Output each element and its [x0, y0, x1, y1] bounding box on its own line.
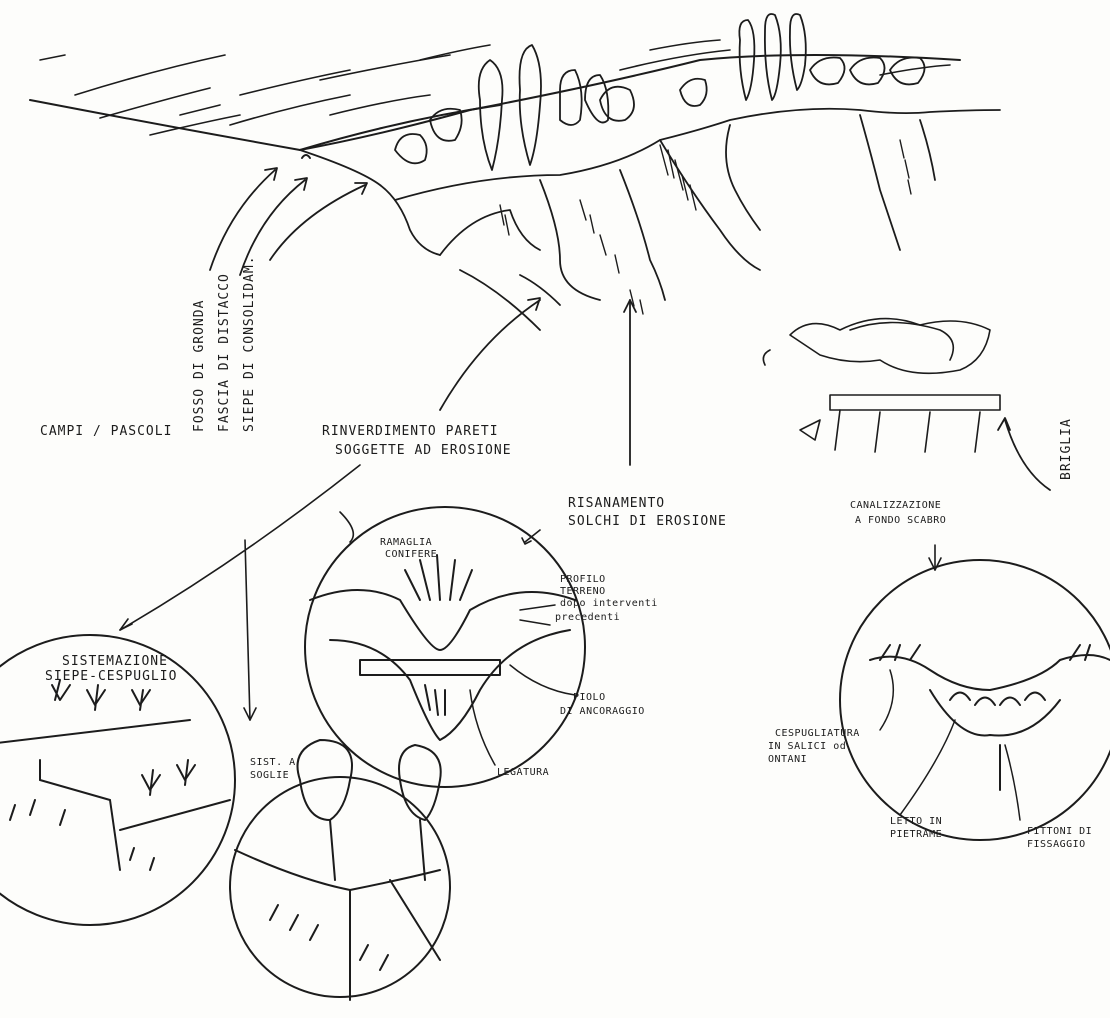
- label-ramaglia-2: CONIFERE: [385, 549, 437, 560]
- erosion-hatches: [500, 140, 911, 314]
- label-cespugliatura-1: CESPUGLIATURA: [775, 728, 860, 739]
- detail-pointers: [470, 605, 1020, 820]
- label-cespugliatura-3: ONTANI: [768, 754, 807, 765]
- label-risanamento-1: RISANAMENTO: [568, 497, 665, 511]
- label-cespugliatura-2: IN SALICI od: [768, 741, 846, 752]
- label-sistemazione-2: SIEPE-CESPUGLIO: [45, 670, 177, 684]
- label-sistemazione-1: SISTEMAZIONE: [62, 655, 168, 669]
- label-campi-pascoli: CAMPI / PASCOLI: [40, 425, 172, 439]
- label-profilo-4: precedenti: [555, 612, 620, 623]
- label-letto-1: LETTO IN: [890, 816, 942, 827]
- label-briglia: BRIGLIA: [1060, 418, 1074, 480]
- cliff-face: [300, 109, 1000, 330]
- annotation-arrows-top: [210, 168, 1050, 490]
- label-profilo-2: TERRENO: [560, 586, 606, 597]
- label-canalizzazione-1: CANALIZZAZIONE: [850, 500, 941, 511]
- label-rinverdimento-2: SOGGETTE AD EROSIONE: [335, 444, 512, 458]
- detail-canalizzazione: [840, 560, 1110, 840]
- terrace-edge: [30, 55, 960, 158]
- label-siepe-consolidamento: SIEPE DI CONSOLIDAM.: [243, 255, 257, 432]
- label-ramaglia-1: RAMAGLIA: [380, 537, 432, 548]
- label-sist-soglie-2: SOGLIE: [250, 770, 289, 781]
- detail-risanamento: [305, 507, 585, 787]
- briglia-sketch: [763, 319, 1000, 452]
- label-sist-soglie-1: SIST. A: [250, 757, 296, 768]
- label-fittoni-1: FITTONI DI: [1027, 826, 1092, 837]
- label-letto-2: PIETRAME: [890, 829, 942, 840]
- label-fosso-gronda: FOSSO DI GRONDA: [193, 300, 207, 432]
- label-fascia-distacco: FASCIA DI DISTACCO: [218, 273, 232, 432]
- label-piolo-2: DI ANCORAGGIO: [560, 706, 645, 717]
- label-piolo-1: PIOLO: [573, 692, 606, 703]
- label-risanamento-2: SOLCHI DI EROSIONE: [568, 515, 727, 529]
- label-legatura: LEGATURA: [497, 767, 549, 778]
- label-fittoni-2: FISSAGGIO: [1027, 839, 1086, 850]
- label-profilo-3: dopo interventi: [560, 598, 658, 609]
- label-rinverdimento-1: RINVERDIMENTO PARETI: [322, 425, 499, 439]
- label-canalizzazione-2: A FONDO SCABRO: [855, 515, 946, 526]
- label-profilo-1: PROFILO: [560, 574, 606, 585]
